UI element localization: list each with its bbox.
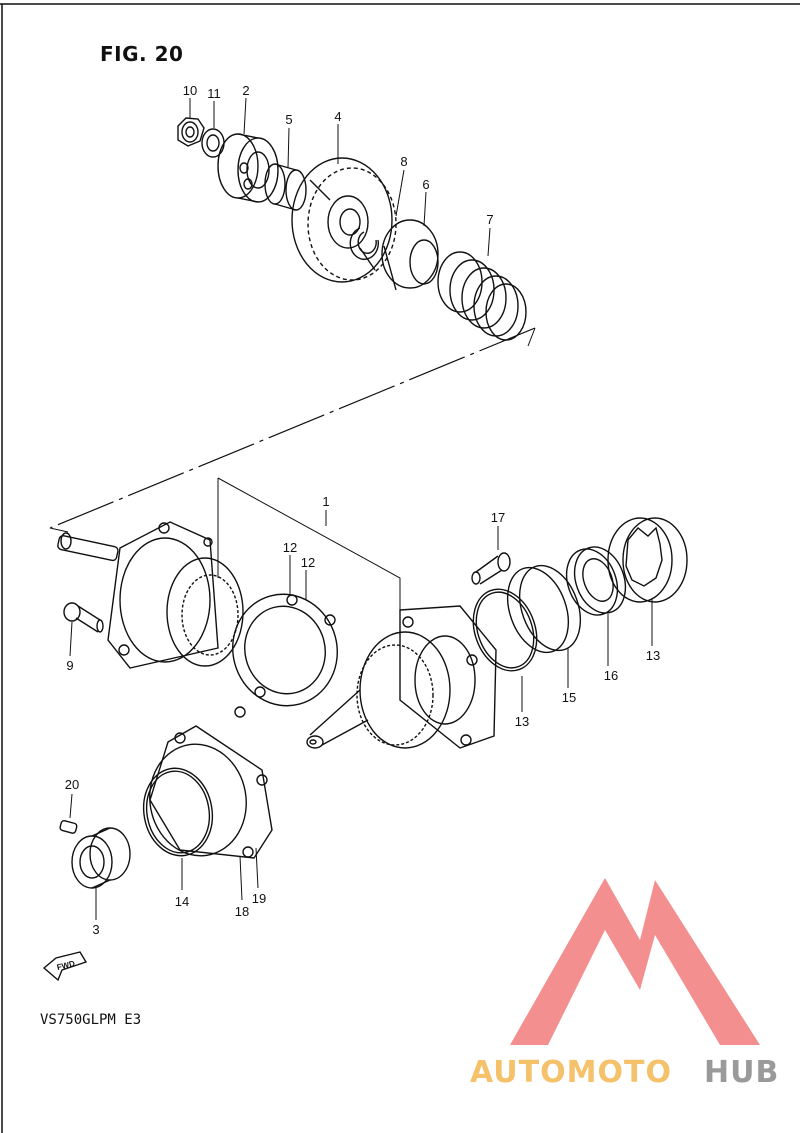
part-8-circlip <box>349 227 379 260</box>
watermark-text-part1: AUTOMOTO <box>470 1055 672 1090</box>
figure-title: FIG. 20 <box>100 42 184 66</box>
part-label: 20 <box>65 777 79 792</box>
watermark-text-part2: HUB <box>704 1055 779 1090</box>
part-label: 8 <box>400 154 407 169</box>
part-label: 12 <box>301 555 315 570</box>
part-4-gear <box>291 157 397 283</box>
part-7-spring <box>437 251 527 341</box>
watermark-triangle-icon <box>510 878 760 1045</box>
model-code: VS750GLPM E3 <box>40 1012 142 1028</box>
part-label: 7 <box>486 212 493 227</box>
part-label: 5 <box>285 112 292 127</box>
part-2-bearing <box>217 133 279 203</box>
part-10-nut <box>177 117 205 147</box>
part-label: 12 <box>283 540 297 555</box>
part-label: 6 <box>422 177 429 192</box>
part-19-bolt <box>471 552 511 585</box>
part-label: 17 <box>491 510 505 525</box>
part-1-gear-housing-right <box>306 605 497 749</box>
fwd-arrow-icon: FWD <box>42 951 88 982</box>
watermark-logo: AUTOMOTO HUB <box>470 878 779 1090</box>
part-3-needle-bearing <box>71 827 131 889</box>
part-label: 9 <box>66 658 73 673</box>
part-label: 1 <box>322 494 329 509</box>
part-label: 10 <box>183 83 197 98</box>
part-18-oil-seal <box>565 546 627 616</box>
part-11-washer <box>201 128 225 158</box>
part-label: 13 <box>515 714 529 729</box>
leader-lines <box>69 97 653 920</box>
part-label: 15 <box>562 690 576 705</box>
part-5-spacer <box>264 163 307 211</box>
part-label: 2 <box>242 83 249 98</box>
part-label: 3 <box>92 922 99 937</box>
part-label: 18 <box>235 904 249 919</box>
part-9-bolt <box>63 602 104 633</box>
part-label: 13 <box>646 648 660 663</box>
part-13-cover <box>149 725 273 859</box>
part-14-lock-nut <box>607 517 688 603</box>
part-20-dowel-pin <box>59 819 78 834</box>
part-6-hub <box>381 219 439 291</box>
part-15-o-ring <box>472 588 538 672</box>
part-1-gear-housing-left <box>57 521 244 669</box>
part-17-retainer <box>506 564 582 654</box>
part-16-o-ring <box>142 767 214 857</box>
part-label: 19 <box>252 891 266 906</box>
part-number-labels: 10 11 2 5 4 8 6 7 1 12 12 9 17 13 15 16 … <box>65 83 660 937</box>
part-label: 4 <box>334 109 341 124</box>
part-label: 14 <box>175 894 189 909</box>
part-label: 11 <box>207 86 221 101</box>
part-12-gasket <box>232 593 338 718</box>
part-label: 16 <box>604 668 618 683</box>
